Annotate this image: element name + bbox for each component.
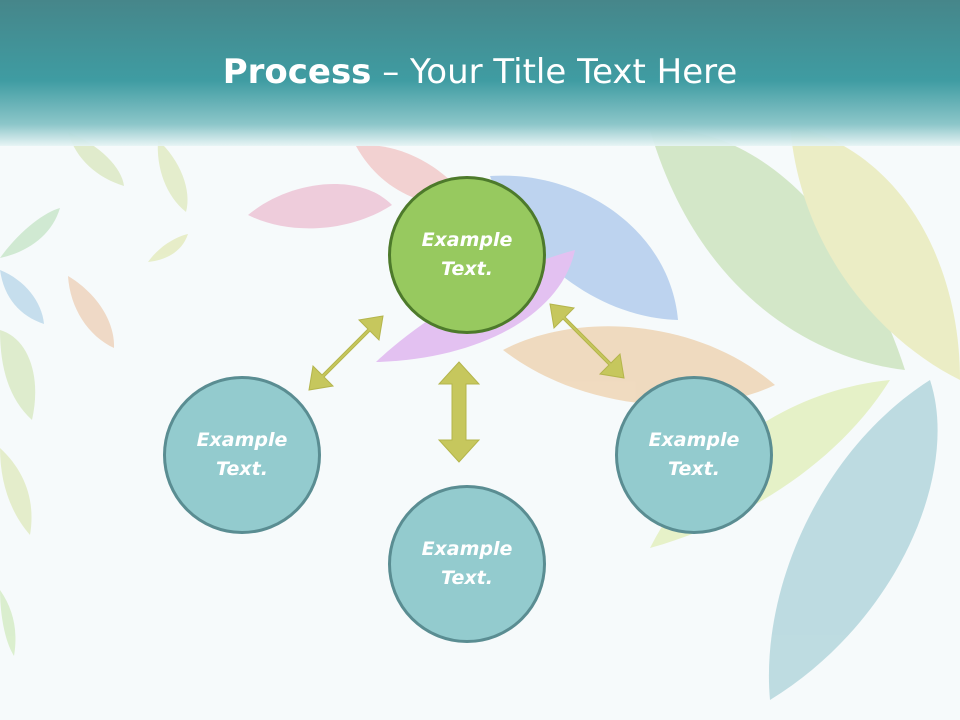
node-text: Text. bbox=[441, 258, 493, 280]
node-text: Example bbox=[196, 429, 288, 451]
title-bar bbox=[0, 0, 960, 146]
leaf-shape bbox=[0, 590, 16, 656]
leaf-shape bbox=[248, 184, 392, 229]
leaf-shape bbox=[0, 330, 36, 420]
node-text: Text. bbox=[441, 567, 493, 589]
arrow-vertical bbox=[437, 361, 481, 463]
node-text: Text. bbox=[216, 458, 268, 480]
arrow-upper-left bbox=[308, 315, 384, 391]
leaf-shape bbox=[148, 234, 188, 262]
leaf-shape bbox=[490, 175, 678, 320]
leaf-shape bbox=[0, 270, 44, 324]
node-text: Example bbox=[648, 429, 740, 451]
leaf-shape bbox=[650, 129, 905, 370]
title-rest: – Your Title Text Here bbox=[371, 52, 738, 92]
leaf-shape bbox=[68, 276, 115, 348]
leaf-shape bbox=[157, 140, 188, 212]
node-text: Text. bbox=[668, 458, 720, 480]
leaf-shape bbox=[0, 448, 32, 535]
node-text: Example bbox=[421, 538, 513, 560]
leaf-shape bbox=[768, 380, 938, 700]
leaf-shape bbox=[790, 125, 960, 380]
arrow-upper-right bbox=[549, 303, 625, 379]
title-bold: Process bbox=[222, 52, 372, 92]
node-text: Example bbox=[421, 229, 513, 251]
slide-title[interactable]: Process – Your Title Text Here bbox=[0, 52, 960, 92]
leaf-shape bbox=[0, 208, 60, 258]
